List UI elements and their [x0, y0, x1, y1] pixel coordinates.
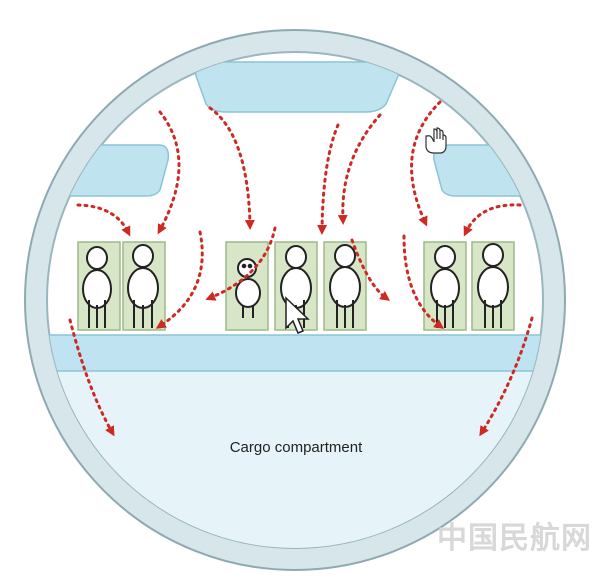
passenger — [127, 244, 159, 328]
cargo-compartment-label: Cargo compartment — [230, 439, 363, 456]
center-overhead-bin — [194, 61, 400, 113]
cabin-floor — [47, 334, 543, 372]
passenger — [329, 244, 361, 328]
airflow-arrow — [402, 234, 445, 329]
airflow-arrow — [155, 230, 204, 329]
airflow-arrow — [410, 100, 442, 227]
watermark: 中国民航网 — [437, 521, 592, 556]
arrow-cursor-icon — [285, 296, 310, 334]
airflow-arrow — [350, 238, 391, 301]
airflow-arrow — [76, 203, 131, 237]
airflow-arrow — [317, 123, 340, 235]
airflow-arrow — [337, 113, 382, 225]
passenger — [430, 245, 460, 328]
hand-cursor-icon — [425, 127, 447, 154]
airflow-arrow — [68, 318, 115, 437]
airflow-arrow — [463, 203, 522, 237]
passenger — [477, 243, 509, 328]
airflow-arrow — [157, 110, 181, 235]
airflow-arrow — [205, 226, 277, 301]
passenger — [82, 246, 112, 328]
airflow-arrow — [479, 316, 534, 437]
